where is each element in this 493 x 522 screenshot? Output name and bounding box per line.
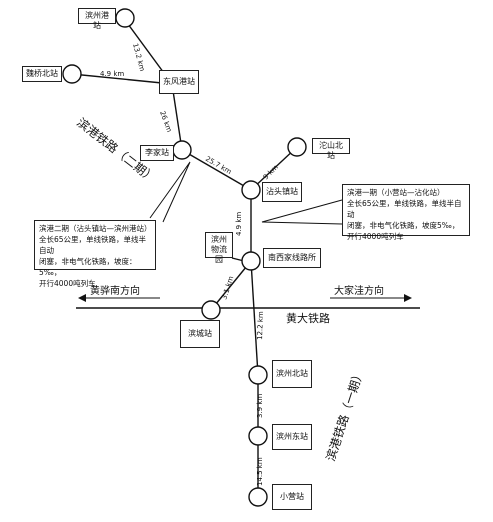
station-label-huijia: 滨城站: [180, 320, 220, 348]
line-weiqiao-dongfeng: [71, 73, 173, 85]
station-node-lijia: [172, 140, 192, 160]
distance-dongfeng-lijia: 26 km: [158, 110, 173, 134]
station-label-binzhou-port: 滨州港站: [78, 8, 116, 30]
station-node-weiqiao-north: [62, 64, 82, 84]
station-node-binzhou-north: [248, 365, 268, 385]
station-node-hexi: [241, 251, 261, 271]
station-label-xiaoying: 小营站: [272, 484, 312, 510]
phase1-railway-label: 滨港铁路（一期）: [323, 367, 367, 463]
line-hexi-binzhou-north: [250, 260, 259, 376]
direction-left-label: 黄骅南方向: [90, 284, 140, 297]
station-label-lijia: 李家站: [140, 145, 174, 161]
station-node-binzhou-east: [248, 426, 268, 446]
distance-hexi-binzhou-north: 12.2 km: [256, 311, 265, 340]
arrow-left-head-icon: [78, 294, 86, 302]
station-label-binzhou-east: 滨州东站: [272, 424, 312, 450]
station-label-weiqiao-north: 魏桥北站: [22, 66, 62, 82]
distance-jiaotou-hexi: 4.9 km: [235, 212, 243, 236]
phase1-info-line4: 开行4000吨列车: [347, 232, 404, 241]
distance-north-east: 3.9 km: [256, 394, 264, 418]
station-node-huijia: [201, 300, 221, 320]
phase1-info-line1: 滨港一期（小营站—沾化站）: [347, 188, 445, 197]
station-label-hexi: 南西家线路所: [263, 248, 321, 268]
station-node-tuoshan-north: [287, 137, 307, 157]
phase2-info-line3: 闭塞，非电气化铁路，坡度：5‰，: [39, 257, 137, 277]
line-lijia-jiaotou: [181, 149, 252, 191]
distance-hexi-huijia: 3.1 km: [220, 275, 235, 301]
phase1-info-callout: 滨港一期（小营站—沾化站） 全长65公里，单线铁路，单线半自动 闭塞，非电气化铁…: [342, 184, 470, 241]
station-label-tuoshan-north: 沱山北站: [312, 138, 350, 160]
station-label-jiaotou: 沾头镇站: [262, 182, 302, 202]
huangda-railway-label: 黄大铁路: [286, 311, 330, 325]
station-node-xiaoying: [248, 487, 268, 507]
phase2-info-line2: 全长65公里，单线铁路，单线半自动: [39, 235, 147, 255]
direction-right-label: 大家洼方向: [334, 284, 384, 297]
station-label-binzhou-logistics: 滨州物流园: [205, 232, 233, 264]
station-label-dongfeng: 东风港站: [159, 70, 199, 94]
phase1-info-line3: 闭塞，非电气化铁路，坡度5‰，: [347, 221, 460, 230]
distance-weiqiao-dongfeng: 4.9 km: [100, 70, 124, 78]
line-dongfeng-lijia: [171, 83, 183, 151]
line-hexi-huijia: [210, 260, 252, 311]
station-node-jiaotou: [241, 180, 261, 200]
station-label-binzhou-north: 滨州北站: [272, 360, 312, 388]
distance-east-xiaoying: 14.5 km: [256, 457, 264, 486]
phase2-info-line1: 滨港二期（沾头镇站—滨州港站）: [39, 224, 152, 233]
station-node-binzhou-port: [115, 8, 135, 28]
callout-phase2-pointer: [149, 161, 191, 223]
callout-phase1-pointer: [261, 199, 343, 225]
line-jiaotou-tuoshan: [250, 146, 298, 191]
phase2-info-line4: 开行4000吨列车: [39, 279, 96, 288]
phase1-info-line2: 全长65公里，单线铁路，单线半自动: [347, 199, 462, 219]
arrow-right-head-icon: [404, 294, 412, 302]
phase2-info-callout: 滨港二期（沾头镇站—滨州港站） 全长65公里，单线铁路，单线半自动 闭塞，非电气…: [34, 220, 156, 288]
